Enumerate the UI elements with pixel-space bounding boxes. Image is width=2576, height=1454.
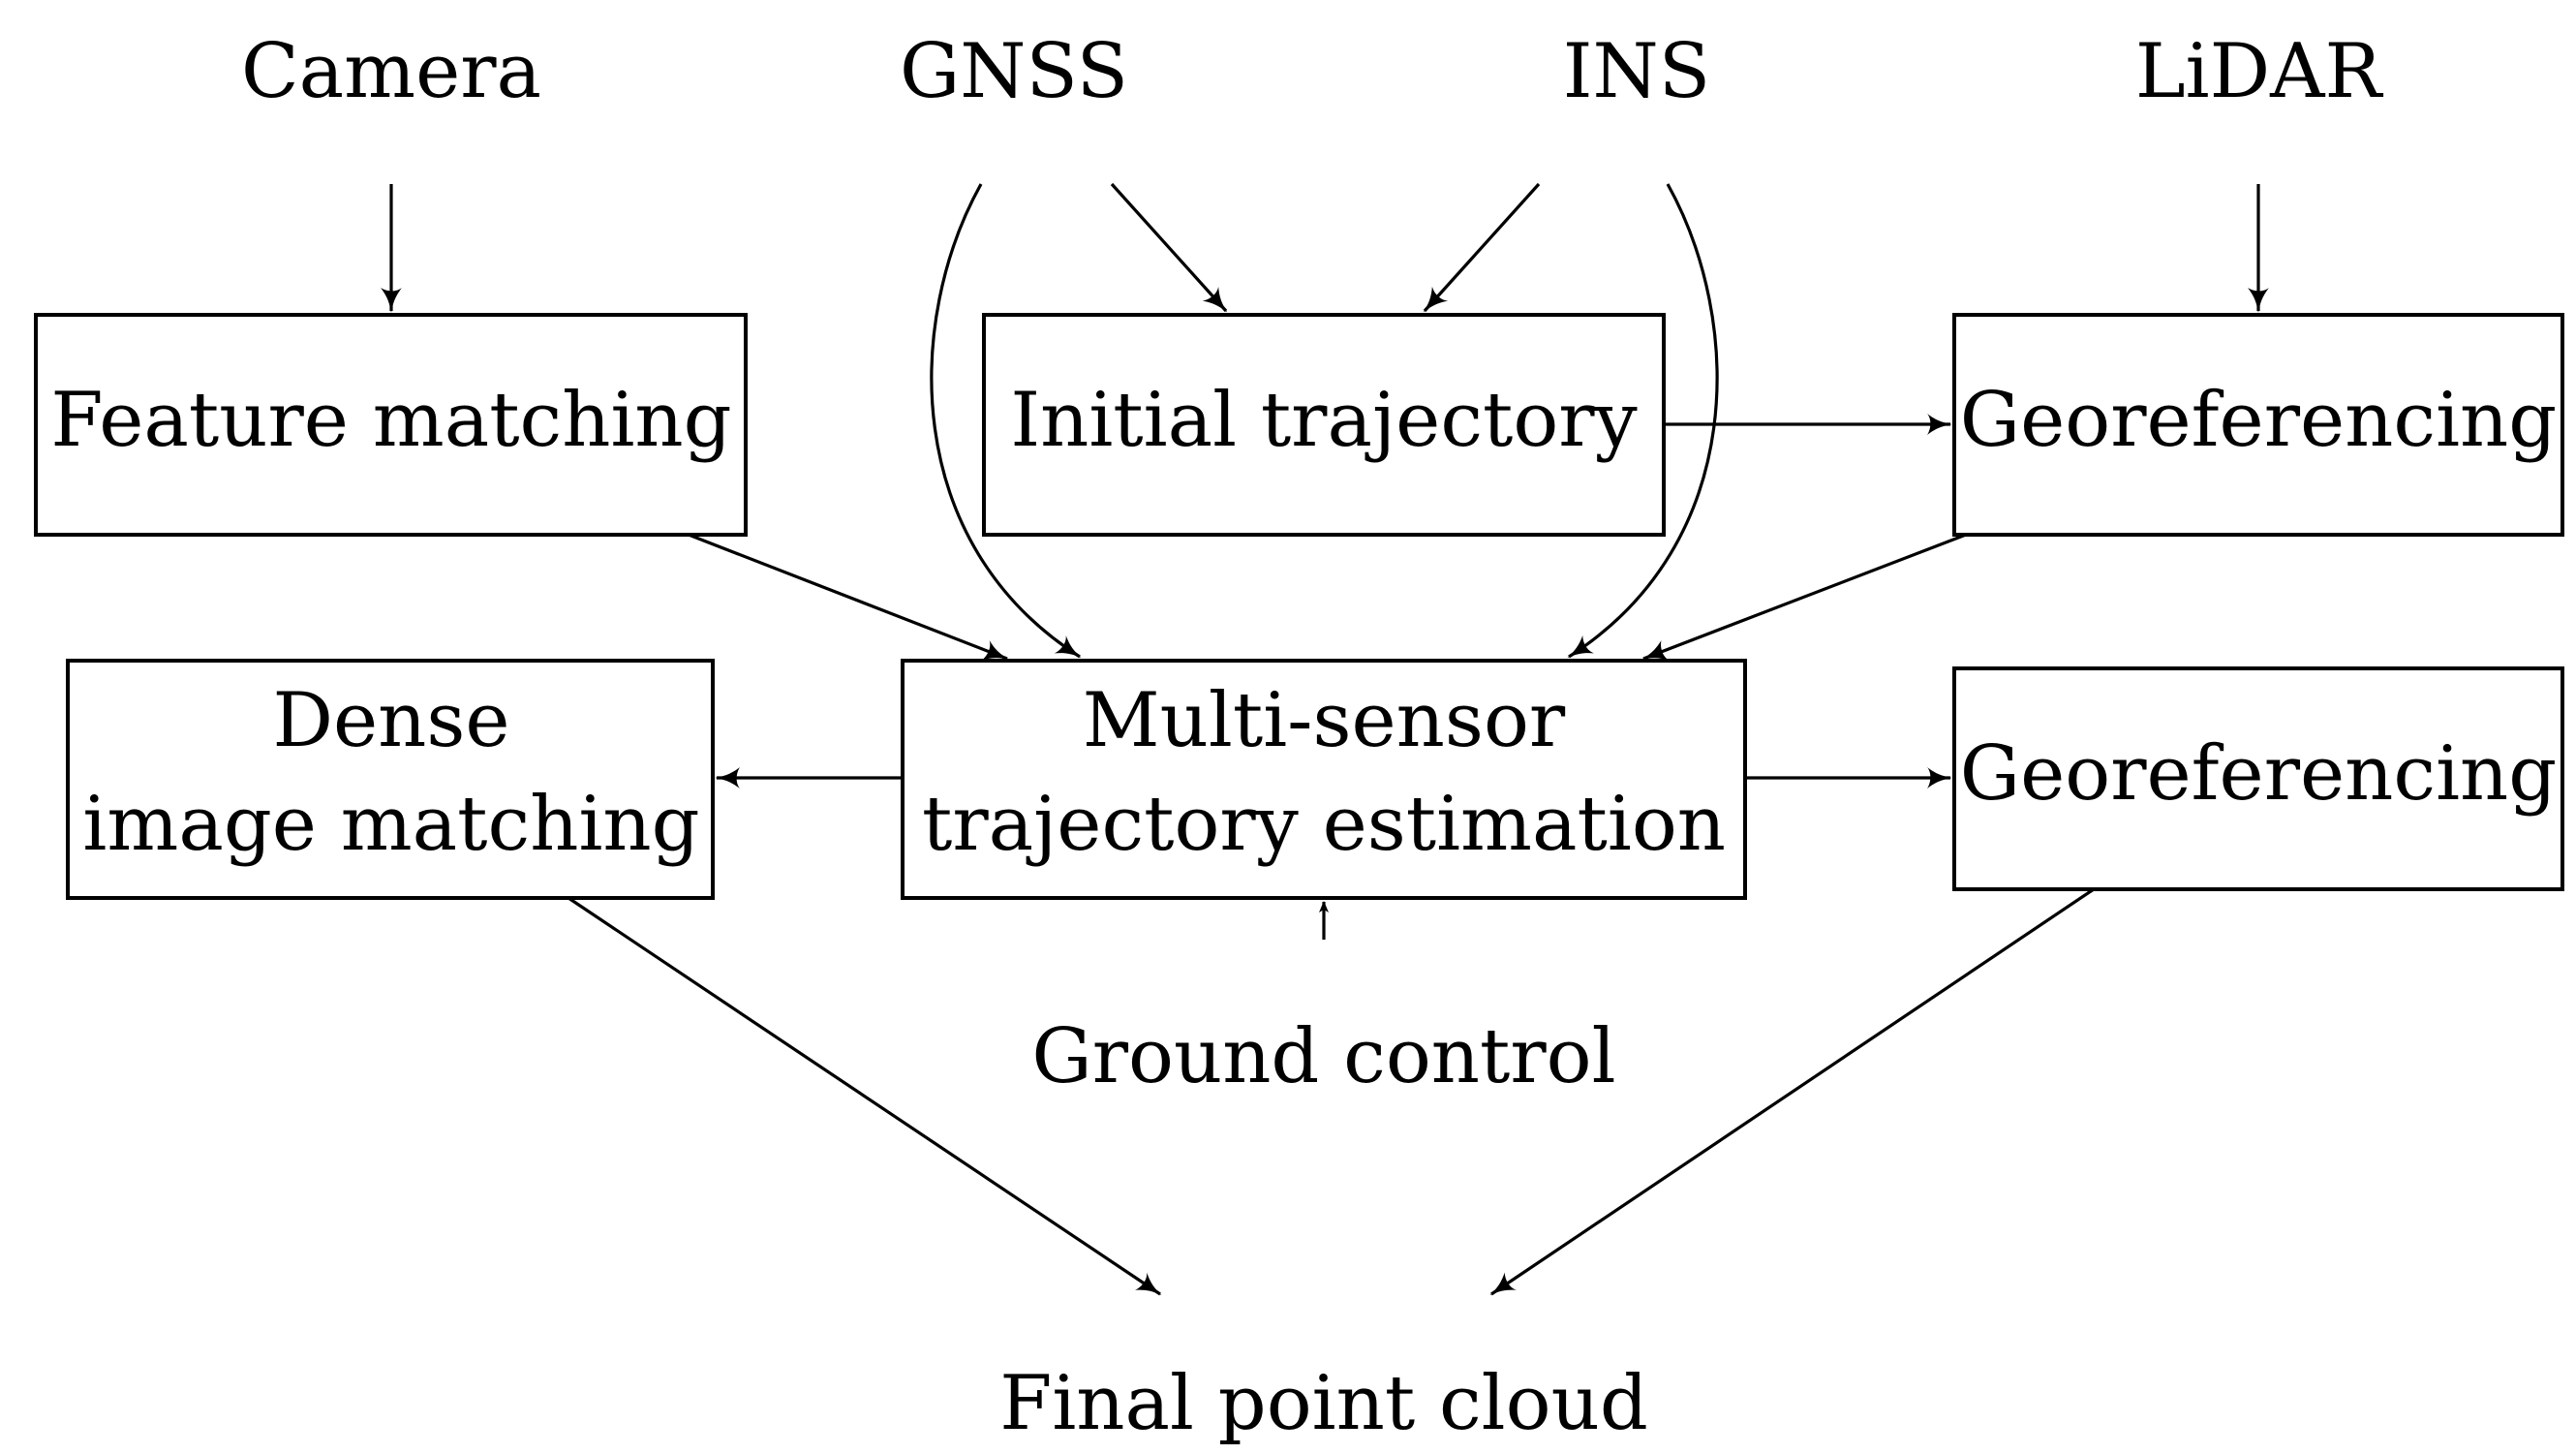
georeferencing-top-box xyxy=(1952,313,2564,537)
georeferencing-bottom-label: Georeferencing xyxy=(1960,730,2557,818)
edge-ins-to-multi-sensor xyxy=(1567,183,1719,659)
initial-trajectory-label: Initial trajectory xyxy=(1010,377,1637,464)
initial-trajectory-box xyxy=(982,313,1666,537)
edge-dense-image-matching-to-final-point-cloud xyxy=(567,896,1162,1296)
edge-ins-to-initial-trajectory xyxy=(1423,182,1541,313)
feature-matching-label: Feature matching xyxy=(50,377,731,464)
lidar-label: LiDAR xyxy=(2135,28,2384,115)
edge-georeferencing-to-final-point-cloud xyxy=(1489,887,2095,1296)
dense-line1-label: Dense xyxy=(272,677,509,764)
camera-label: Camera xyxy=(241,28,541,115)
dense-line2-label: image matching xyxy=(82,781,699,868)
multi-line1-label: Multi-sensor xyxy=(1083,677,1566,764)
edge-feature-matching-to-multi-sensor xyxy=(688,533,1009,661)
ground-control-label: Ground control xyxy=(1031,1013,1615,1100)
edge-gnss-to-initial-trajectory xyxy=(1110,182,1228,313)
gnss-label: GNSS xyxy=(900,28,1128,115)
feature-matching-box xyxy=(34,313,748,537)
ins-label: INS xyxy=(1563,28,1711,115)
georeferencing-bottom-box xyxy=(1952,666,2564,891)
final-point-cloud-label: Final point cloud xyxy=(999,1360,1648,1447)
georeferencing-top-label: Georeferencing xyxy=(1960,377,2557,464)
edge-gnss-to-multi-sensor xyxy=(930,183,1082,659)
multi-sensor-box xyxy=(901,659,1747,900)
edge-georeferencing-to-multi-sensor xyxy=(1641,533,1967,661)
multi-line2-label: trajectory estimation xyxy=(922,781,1726,868)
dense-image-matching-box xyxy=(66,659,715,900)
